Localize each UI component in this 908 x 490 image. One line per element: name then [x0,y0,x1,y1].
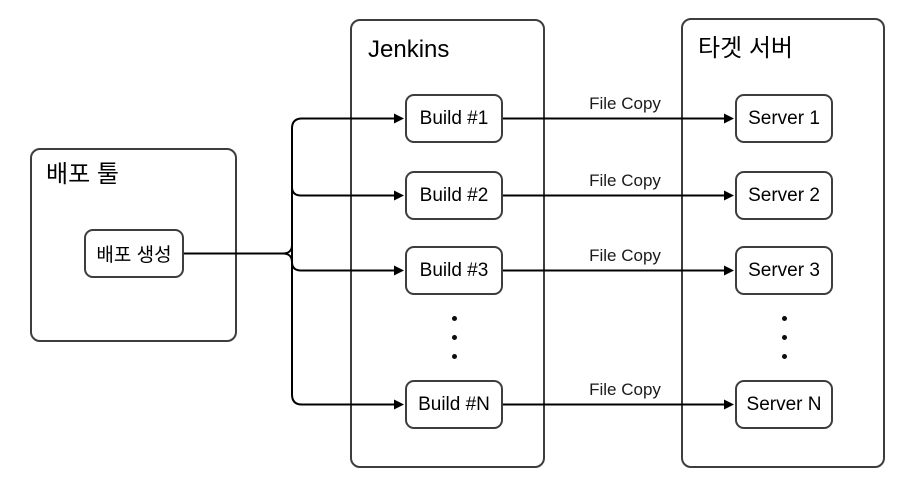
ellipsis-dot [781,354,787,359]
ellipsis-dot [451,354,457,359]
node-server-n: Server N [735,380,833,429]
ellipsis-dot [781,316,787,321]
node-deploy-create: 배포 생성 [84,229,184,278]
node-build-2-label: Build #2 [419,184,489,206]
node-server-3: Server 3 [735,246,833,295]
ellipsis-dot [451,316,457,321]
jenkins-title: Jenkins [368,36,450,63]
deploy-tool-title: 배포 툴 [46,161,119,188]
node-server-1-label: Server 1 [748,107,820,129]
node-build-2: Build #2 [405,171,503,220]
node-server-2: Server 2 [735,171,833,220]
node-build-3: Build #3 [405,246,503,295]
edge-label-file-copy-2: File Copy [589,171,661,190]
branch-flare-down [282,252,293,263]
node-build-n-label: Build #N [418,393,490,415]
node-build-1: Build #1 [405,94,503,143]
edge-label-file-copy-n: File Copy [589,380,661,399]
node-build-3-label: Build #3 [419,259,489,281]
node-build-n: Build #N [405,380,503,429]
node-server-n-label: Server N [746,393,822,415]
group-target-server [681,18,885,468]
node-build-1-label: Build #1 [419,107,489,129]
edge-label-file-copy-3: File Copy [589,246,661,265]
node-server-1: Server 1 [735,94,833,143]
node-server-2-label: Server 2 [748,184,820,206]
builds-ellipsis-dots [451,316,457,359]
servers-ellipsis-dots [781,316,787,359]
node-deploy-create-label: 배포 생성 [96,245,172,266]
node-server-3-label: Server 3 [748,259,820,281]
branch-flare-up [282,244,293,255]
target-server-title: 타겟 서버 [698,35,793,62]
ellipsis-dot [451,335,457,340]
edge-label-file-copy-1: File Copy [589,94,661,113]
ellipsis-dot [781,335,787,340]
branch-trunk [291,117,303,406]
